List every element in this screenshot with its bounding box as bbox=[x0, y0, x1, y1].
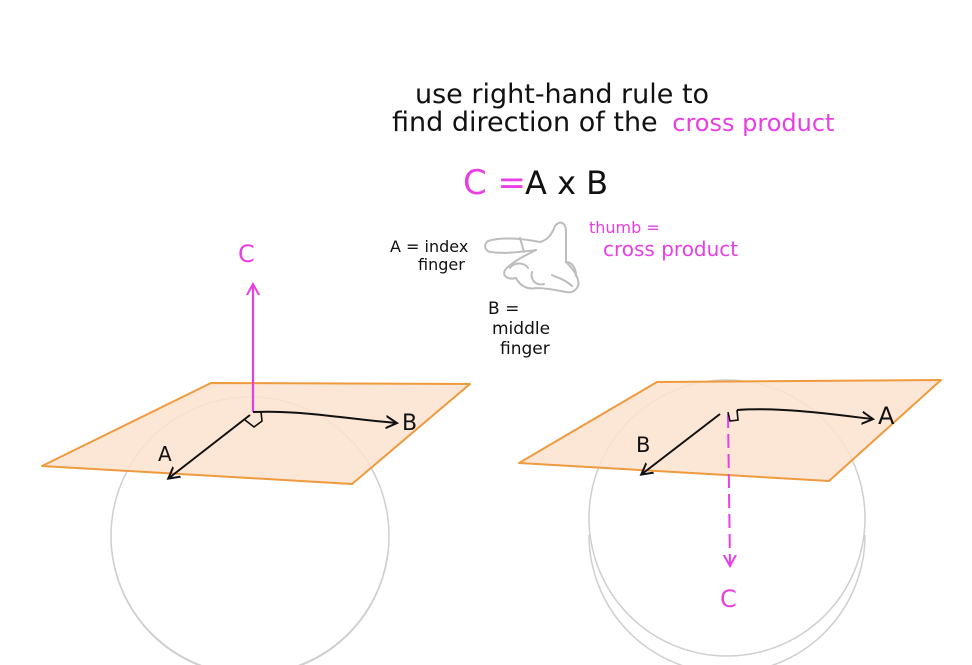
left-diagram: C B A bbox=[41, 240, 471, 665]
left-vector-a-arrow bbox=[169, 414, 251, 478]
middle-label-3: finger bbox=[500, 339, 550, 359]
right-vector-c-label: C bbox=[720, 585, 737, 613]
right-sphere-circle bbox=[588, 379, 866, 657]
title-line-2-prefix: find direction of the bbox=[392, 107, 658, 138]
index-label-1: A = index bbox=[390, 237, 468, 256]
right-right-angle-marker bbox=[727, 409, 739, 422]
equation-lhs: C = bbox=[463, 163, 526, 203]
right-vector-c-arrow bbox=[728, 413, 730, 565]
right-vector-a-arrow bbox=[736, 408, 872, 419]
right-vector-b-arrow bbox=[642, 413, 721, 474]
index-label-2: finger bbox=[418, 255, 465, 274]
thumb-label-1: thumb = bbox=[589, 218, 660, 237]
right-diagram: C A B bbox=[518, 379, 942, 665]
title-line-1: use right-hand rule to bbox=[415, 79, 709, 110]
right-vector-b-label: B bbox=[636, 433, 650, 457]
hand-sketch-icon bbox=[484, 221, 580, 294]
left-vector-b-label: B bbox=[402, 411, 417, 436]
right-plane bbox=[518, 379, 942, 482]
left-vector-a-label: A bbox=[158, 442, 172, 466]
left-vector-c-label: C bbox=[238, 240, 255, 268]
title-line-2: find direction of the cross product bbox=[392, 107, 834, 138]
right-sphere-front-arc bbox=[588, 534, 866, 665]
middle-label-2: middle bbox=[492, 319, 550, 339]
title-highlight: cross product bbox=[672, 109, 834, 137]
equation-rhs: A x B bbox=[525, 164, 608, 202]
hand-legend: A = index finger B = middle finger thumb… bbox=[390, 218, 738, 359]
middle-label-1: B = bbox=[488, 299, 519, 319]
left-vector-b-arrow bbox=[252, 410, 396, 423]
title: use right-hand rule to find direction of… bbox=[392, 79, 834, 138]
thumb-label-2: cross product bbox=[603, 237, 738, 261]
left-right-angle-marker bbox=[244, 411, 263, 429]
equation: C = A x B bbox=[463, 163, 608, 203]
left-plane bbox=[41, 382, 471, 485]
right-vector-a-label: A bbox=[878, 402, 895, 430]
left-sphere-front-arc bbox=[111, 551, 389, 665]
